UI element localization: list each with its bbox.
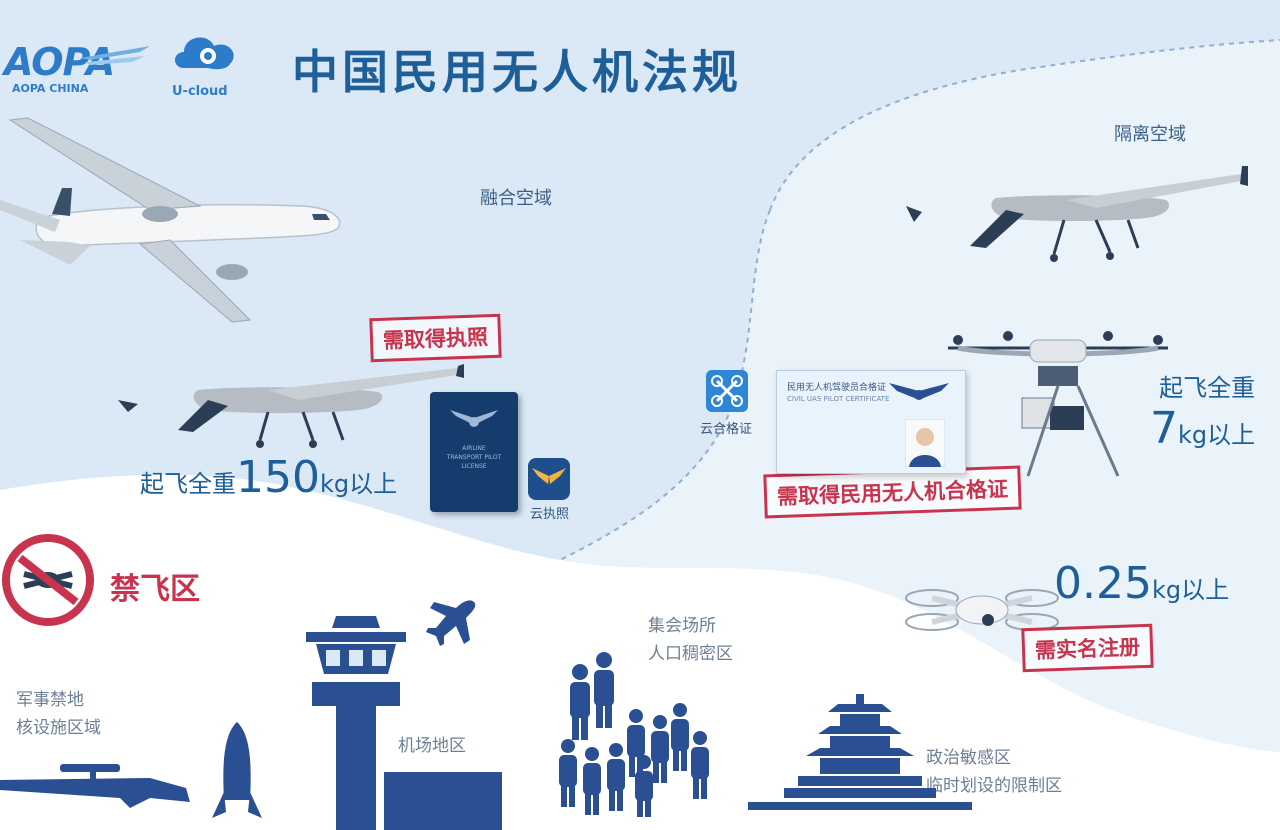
real-name-registration-tag: 需实名注册 — [1021, 623, 1154, 673]
airliner-icon — [0, 117, 341, 323]
license-booklet-text: AIRLINE TRANSPORT PILOT LICENSE — [446, 445, 502, 470]
isolated-airspace-label: 隔离空域 — [1114, 124, 1186, 145]
card-photo-avatar — [905, 419, 945, 467]
airport-zone-label: 机场地区 — [398, 736, 466, 756]
isolated-fixed-wing-drone-icon — [906, 166, 1248, 262]
pilot-license-booklet: AIRLINE TRANSPORT PILOT LICENSE — [430, 392, 518, 512]
airplane-icon — [426, 600, 476, 646]
license-required-tag: 需取得执照 — [369, 313, 502, 363]
temple-of-heaven-icon — [748, 694, 972, 810]
weight-0-25kg: 0.25kg以上 — [1054, 558, 1230, 609]
rifle-icon — [0, 764, 190, 808]
aopa-wing-icon — [80, 46, 150, 65]
aopa-logo-subtitle: AOPA CHINA — [12, 82, 89, 95]
certificate-app-icon[interactable] — [706, 370, 748, 412]
control-tower-icon — [306, 616, 502, 830]
certificate-card-title: 民用无人机驾驶员合格证 — [787, 383, 887, 393]
pilot-certificate-card: 民用无人机驾驶员合格证 CIVIL UAS PILOT CERTIFICATE — [776, 370, 966, 474]
wings-emblem-icon — [450, 410, 498, 427]
crowd-zone-label: 集会场所 人口稠密区 — [648, 616, 733, 664]
no-fly-zone-label: 禁飞区 — [110, 572, 200, 607]
missile-icon — [212, 722, 262, 818]
ucloud-logo-text: U-cloud — [172, 84, 228, 99]
integrated-airspace-label: 融合空域 — [480, 188, 552, 209]
weight-150kg: 起飞全重150kg以上 — [140, 452, 398, 503]
multirotor-drone-icon — [948, 331, 1168, 477]
no-drone-prohibited-icon — [2, 534, 94, 626]
certificate-app-label: 云合格证 — [700, 422, 753, 437]
license-app-label: 云执照 — [530, 507, 570, 522]
weight-7kg: 起飞全重 7kg以上 — [1150, 374, 1256, 454]
military-zone-label: 军事禁地 核设施区域 — [16, 690, 101, 738]
license-app-icon[interactable] — [528, 458, 570, 500]
certificate-card-subtitle: CIVIL UAS PILOT CERTIFICATE — [787, 395, 890, 403]
political-zone-label: 政治敏感区 临时划设的限制区 — [926, 748, 1062, 796]
card-wings-emblem-icon — [889, 383, 949, 400]
crowd-icon — [559, 652, 709, 817]
ucloud-logo-icon — [175, 37, 234, 70]
large-fixed-wing-drone-icon — [118, 364, 464, 448]
page-title: 中国民用无人机法规 — [292, 45, 742, 99]
